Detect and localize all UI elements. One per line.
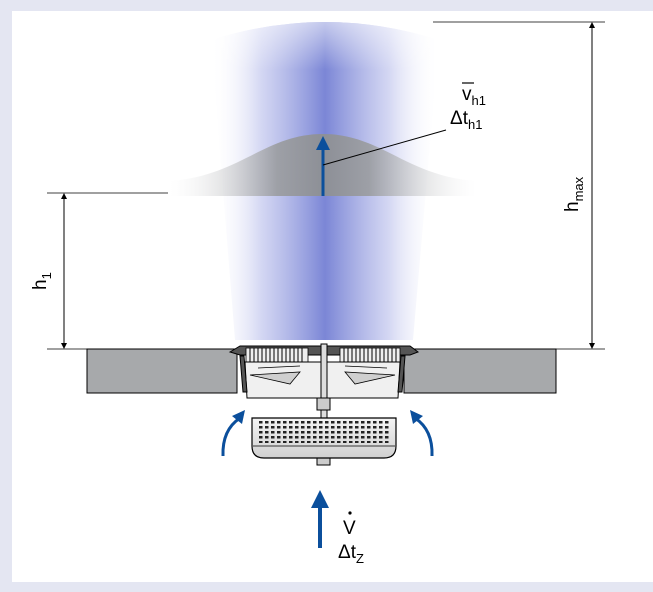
mean-velocity-label: vh1 <box>462 82 486 108</box>
volume-flow-label: V <box>343 511 356 539</box>
leader-line <box>322 129 447 166</box>
velocity-arrow-h1 <box>316 136 330 196</box>
svg-text:vh1: vh1 <box>462 84 486 108</box>
h1-label: h1 <box>30 272 54 290</box>
return-air-arrow-left <box>221 410 245 457</box>
swirl-diffuser <box>228 343 420 466</box>
hmax-label: hmax <box>562 176 586 212</box>
temp-diff-h1-label: Δth1 <box>450 108 482 132</box>
return-air-arrow-right <box>410 410 434 457</box>
supply-air-arrow <box>311 490 329 548</box>
svg-text:V: V <box>343 518 356 539</box>
supply-temp-diff-label: ΔtZ <box>338 542 364 566</box>
